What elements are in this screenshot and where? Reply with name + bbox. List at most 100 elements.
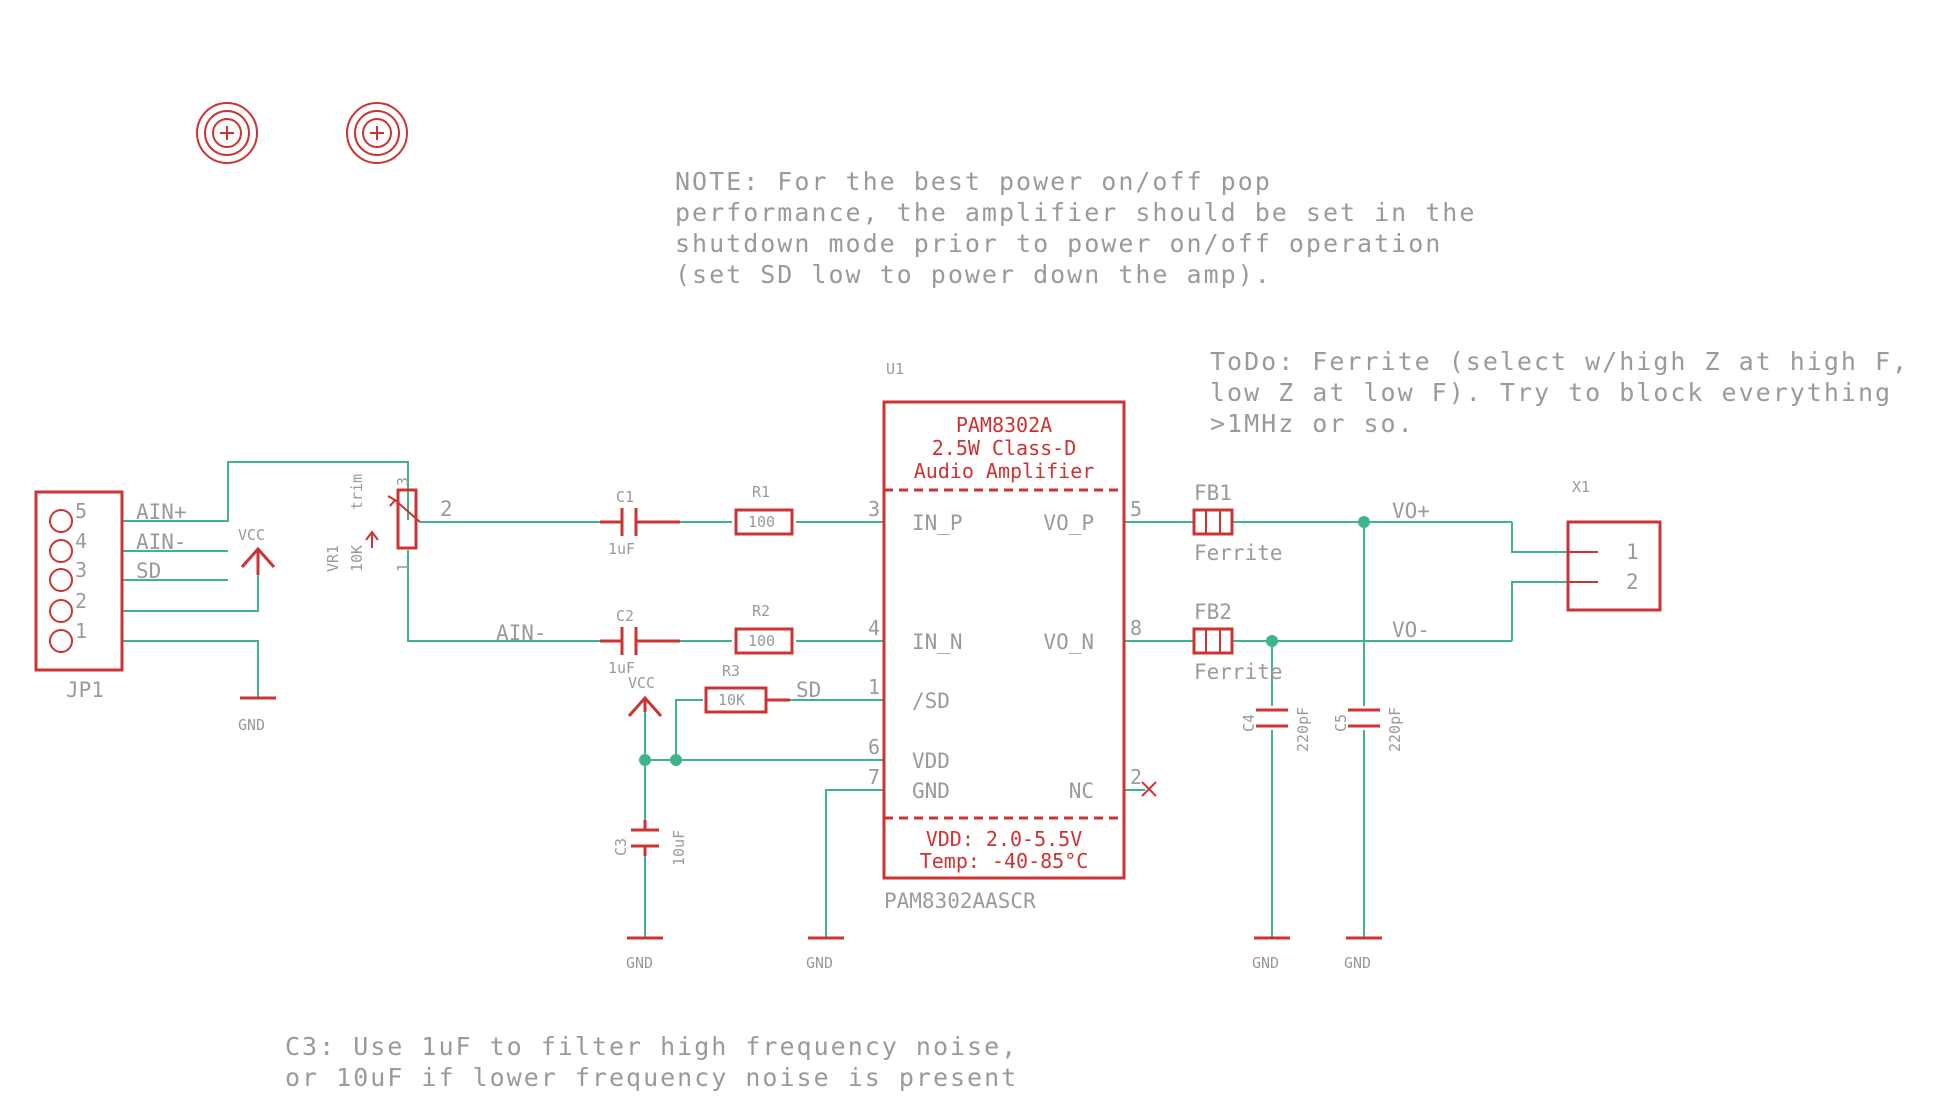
jp1-pin-4: 4 bbox=[75, 529, 87, 553]
u1-pin-num-6: 6 bbox=[868, 735, 880, 759]
c4-ref: C4 bbox=[1240, 714, 1258, 732]
trimmer-vr1: 3 1 2 VR1 10K trim bbox=[324, 474, 453, 572]
todo-note-line-2: low Z at low F). Try to block everything bbox=[1210, 378, 1892, 407]
net-label-ain-minus-2: AIN- bbox=[496, 621, 547, 645]
jp1-ref: JP1 bbox=[66, 678, 104, 702]
power-note-line-3: shutdown mode prior to power on/off oper… bbox=[675, 229, 1442, 258]
capacitor-c2: C2 1uF bbox=[600, 607, 680, 677]
u1-pin-nc: NC bbox=[1069, 779, 1094, 803]
u1-pin-sd: /SD bbox=[912, 689, 950, 713]
r2-value: 100 bbox=[748, 632, 775, 650]
ferrite-fb1: FB1 Ferrite bbox=[1192, 481, 1283, 565]
vr1-type: trim bbox=[348, 474, 366, 510]
c3-note: C3: Use 1uF to filter high frequency noi… bbox=[285, 1032, 1018, 1092]
net-label-sd: SD bbox=[136, 559, 161, 583]
ferrite-fb2: FB2 Ferrite bbox=[1192, 600, 1283, 684]
gnd-symbol-1: GND bbox=[238, 696, 276, 734]
vcc-label-1: VCC bbox=[238, 526, 265, 544]
capacitor-c4: C4 220pF bbox=[1240, 707, 1312, 752]
net-label-sd-2: SD bbox=[796, 678, 821, 702]
u1-pin-in-p: IN_P bbox=[912, 511, 963, 535]
r3-ref: R3 bbox=[722, 662, 740, 680]
net-label-ain-plus: AIN+ bbox=[136, 500, 187, 524]
net-label-vo-plus: VO+ bbox=[1392, 499, 1430, 523]
u1-title-line-1: PAM8302A bbox=[956, 413, 1052, 437]
u1-title-line-2: 2.5W Class-D bbox=[932, 436, 1077, 460]
gnd-symbol-ic: GND bbox=[806, 936, 844, 972]
fb1-ref: FB1 bbox=[1194, 481, 1232, 505]
x1-pin-2: 2 bbox=[1626, 570, 1639, 594]
u1-pin-num-3: 3 bbox=[868, 497, 880, 521]
c3-ref: C3 bbox=[612, 838, 630, 856]
connector-x1: 1 2 X1 bbox=[1566, 478, 1662, 612]
c5-value: 220pF bbox=[1386, 707, 1404, 752]
gnd-label-1: GND bbox=[238, 716, 265, 734]
u1-part-number: PAM8302AASCR bbox=[884, 889, 1036, 913]
c3-value: 10uF bbox=[670, 830, 688, 866]
r1-ref: R1 bbox=[752, 483, 770, 501]
gnd-label-c3: GND bbox=[626, 954, 653, 972]
u1-pin-gnd: GND bbox=[912, 779, 950, 803]
gnd-label-c4: GND bbox=[1252, 954, 1279, 972]
u1-spec-temp: Temp: -40-85°C bbox=[920, 849, 1089, 873]
capacitor-c1: C1 1uF bbox=[600, 488, 680, 558]
wires bbox=[122, 461, 1598, 938]
resistor-r1: 100 R1 bbox=[734, 483, 794, 536]
power-note-line-2: performance, the amplifier should be set… bbox=[675, 198, 1476, 227]
todo-note-line-1: ToDo: Ferrite (select w/high Z at high F… bbox=[1210, 347, 1909, 376]
u1-pin-num-7: 7 bbox=[868, 765, 880, 789]
r1-value: 100 bbox=[748, 513, 775, 531]
x1-ref: X1 bbox=[1572, 478, 1590, 496]
u1-title-line-3: Audio Amplifier bbox=[914, 459, 1095, 483]
gnd-symbol-c4: GND bbox=[1252, 936, 1290, 972]
junctions bbox=[639, 516, 1370, 766]
u1-pin-num-4: 4 bbox=[868, 616, 880, 640]
vcc-symbol-2: VCC bbox=[627, 674, 663, 717]
net-label-vo-minus: VO- bbox=[1392, 618, 1430, 642]
fb2-value: Ferrite bbox=[1194, 660, 1283, 684]
header-jp1: 5 4 3 2 1 JP1 bbox=[34, 490, 124, 702]
r2-ref: R2 bbox=[752, 602, 770, 620]
c2-ref: C2 bbox=[616, 607, 634, 625]
mounting-hole-2 bbox=[346, 102, 408, 164]
u1-pin-num-8: 8 bbox=[1130, 616, 1142, 640]
net-label-ain-minus: AIN- bbox=[136, 530, 187, 554]
vr1-value: 10K bbox=[348, 545, 366, 572]
jp1-pin-3: 3 bbox=[75, 558, 87, 582]
u1-spec-vdd: VDD: 2.0-5.5V bbox=[926, 827, 1083, 851]
resistor-r2: 100 R2 bbox=[734, 602, 794, 655]
u1-pin-vdd: VDD bbox=[912, 749, 950, 773]
vcc-label-2: VCC bbox=[628, 674, 655, 692]
gnd-label-ic: GND bbox=[806, 954, 833, 972]
mounting-hole-1 bbox=[196, 102, 258, 164]
fb1-value: Ferrite bbox=[1194, 541, 1283, 565]
u1-pin-vo-p: VO_P bbox=[1043, 511, 1094, 535]
c1-value: 1uF bbox=[608, 540, 635, 558]
power-note-line-4: (set SD low to power down the amp). bbox=[675, 260, 1272, 289]
power-note-line-1: NOTE: For the best power on/off pop bbox=[675, 167, 1272, 196]
c3-note-line-2: or 10uF if lower frequency noise is pres… bbox=[285, 1063, 1018, 1092]
vcc-symbol-1: VCC bbox=[238, 526, 276, 575]
vr1-pin-1: 1 bbox=[394, 563, 412, 572]
c2-value: 1uF bbox=[608, 659, 635, 677]
c5-ref: C5 bbox=[1332, 714, 1350, 732]
ic-u1: U1 PAM8302A 2.5W Class-D Audio Amplifier… bbox=[868, 360, 1142, 913]
r3-value: 10K bbox=[718, 691, 745, 709]
jp1-pin-5: 5 bbox=[75, 499, 87, 523]
vr1-ref: VR1 bbox=[324, 545, 342, 572]
c4-value: 220pF bbox=[1294, 707, 1312, 752]
resistor-r3: 10K R3 bbox=[704, 662, 790, 714]
u1-pin-num-1: 1 bbox=[868, 675, 880, 699]
x1-pin-1: 1 bbox=[1626, 540, 1639, 564]
u1-pin-vo-n: VO_N bbox=[1043, 630, 1094, 654]
todo-note: ToDo: Ferrite (select w/high Z at high F… bbox=[1210, 347, 1909, 438]
u1-pin-num-5: 5 bbox=[1130, 497, 1142, 521]
u1-pin-in-n: IN_N bbox=[912, 630, 963, 654]
jp1-pin-1: 1 bbox=[75, 619, 87, 643]
fb2-ref: FB2 bbox=[1194, 600, 1232, 624]
vr1-pin-2: 2 bbox=[440, 497, 453, 521]
jp1-pin-2: 2 bbox=[75, 589, 87, 613]
c3-note-line-1: C3: Use 1uF to filter high frequency noi… bbox=[285, 1032, 1018, 1061]
